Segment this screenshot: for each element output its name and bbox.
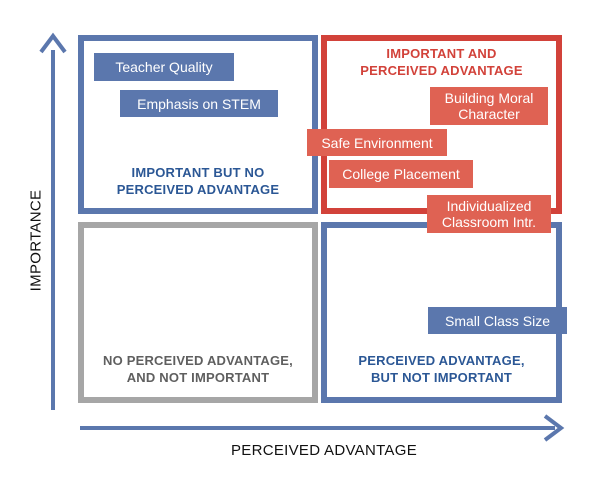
item-safe-environment: Safe Environment <box>307 129 447 156</box>
item-small-class-size: Small Class Size <box>428 307 567 334</box>
quadrant-important-no-advantage <box>78 35 318 214</box>
item-emphasis-stem: Emphasis on STEM <box>120 90 278 117</box>
x-axis-arrowhead <box>543 414 565 442</box>
item-college-placement: College Placement <box>329 160 473 188</box>
quadrant-not-important-no-advantage <box>78 222 318 403</box>
quadrant-label-top-left: IMPORTANT BUT NO PERCEIVED ADVANTAGE <box>116 165 280 197</box>
quadrant-label-top-right: IMPORTANT AND PERCEIVED ADVANTAGE <box>360 46 523 78</box>
y-axis-arrowhead <box>39 32 67 54</box>
y-axis-label: IMPORTANCE <box>27 189 45 292</box>
x-axis-label: PERCEIVED ADVANTAGE <box>230 442 418 459</box>
item-individualized-instruction: Individualized Classroom Intr. <box>427 195 551 233</box>
quadrant-label-bottom-right: PERCEIVED ADVANTAGE, BUT NOT IMPORTANT <box>358 353 525 385</box>
quadrant-label-bottom-left: NO PERCEIVED ADVANTAGE, AND NOT IMPORTAN… <box>103 353 293 385</box>
item-building-moral-character: Building Moral Character <box>430 87 548 125</box>
item-teacher-quality: Teacher Quality <box>94 53 234 81</box>
